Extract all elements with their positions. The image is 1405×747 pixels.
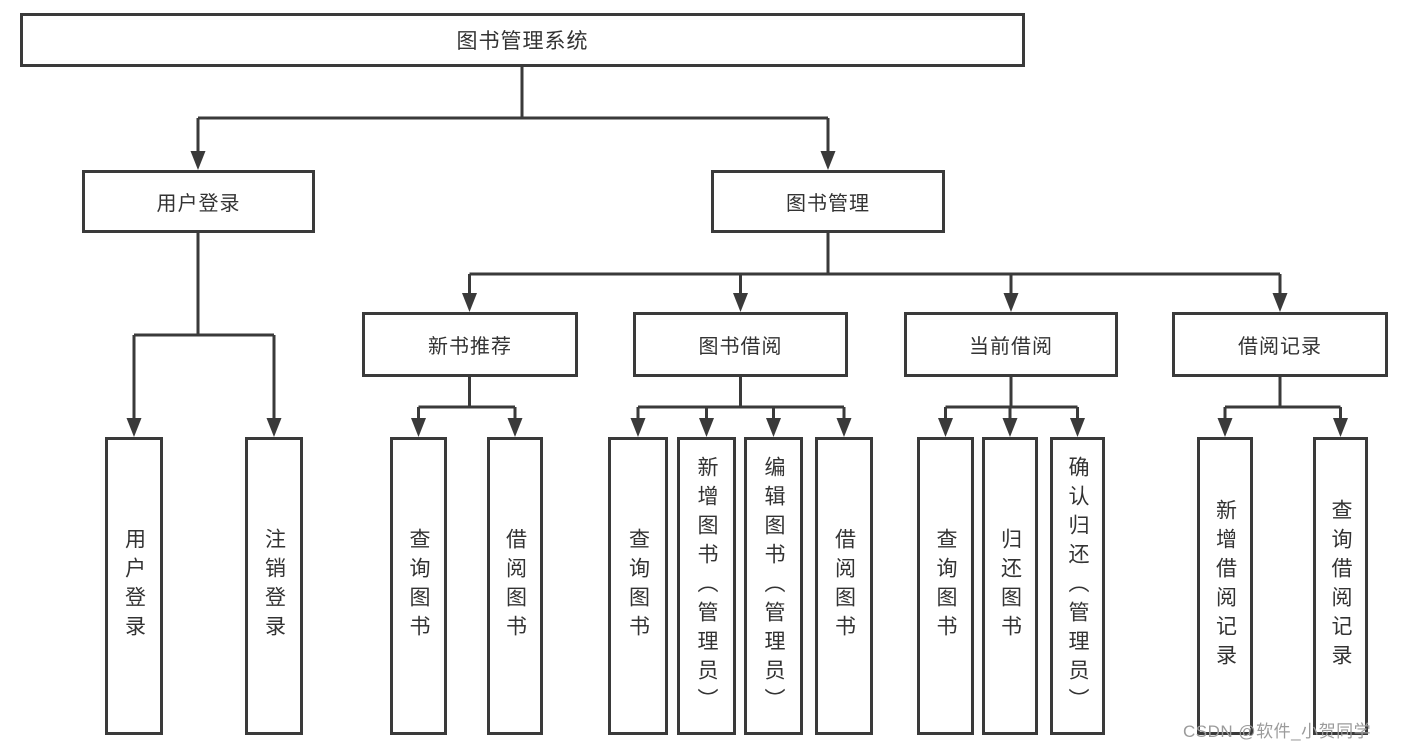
node-user-login: 用户登录 [82,170,315,233]
leaf-newbook-borrow-books: 借阅图书 [487,437,543,735]
node-book-management: 图书管理 [711,170,945,233]
leaf-borrow-add-books-admin: 新增图书（管理员） [677,437,736,735]
leaf-current-return-books: 归还图书 [982,437,1038,735]
arrowheads [126,151,1348,437]
leaf-logout: 注销登录 [245,437,303,735]
node-borrow-records: 借阅记录 [1172,312,1388,377]
node-current-borrowing: 当前借阅 [904,312,1118,377]
node-new-book-recommend: 新书推荐 [362,312,578,377]
leaf-current-confirm-return-admin: 确认归还（管理员） [1050,437,1105,735]
leaf-borrow-edit-books-admin: 编辑图书（管理员） [744,437,803,735]
leaf-borrow-query-books: 查询图书 [608,437,668,735]
leaf-current-query-books: 查询图书 [917,437,974,735]
leaf-user-login: 用户登录 [105,437,163,735]
leaf-borrow-borrow-books: 借阅图书 [815,437,873,735]
leaf-records-query-borrow-record: 查询借阅记录 [1313,437,1368,735]
leaf-records-add-borrow-record: 新增借阅记录 [1197,437,1253,735]
csdn-watermark: CSDN @软件_小贺同学 [1183,722,1372,741]
leaf-newbook-query-books: 查询图书 [390,437,447,735]
node-book-borrowing: 图书借阅 [633,312,848,377]
node-library-management-system: 图书管理系统 [20,13,1025,67]
